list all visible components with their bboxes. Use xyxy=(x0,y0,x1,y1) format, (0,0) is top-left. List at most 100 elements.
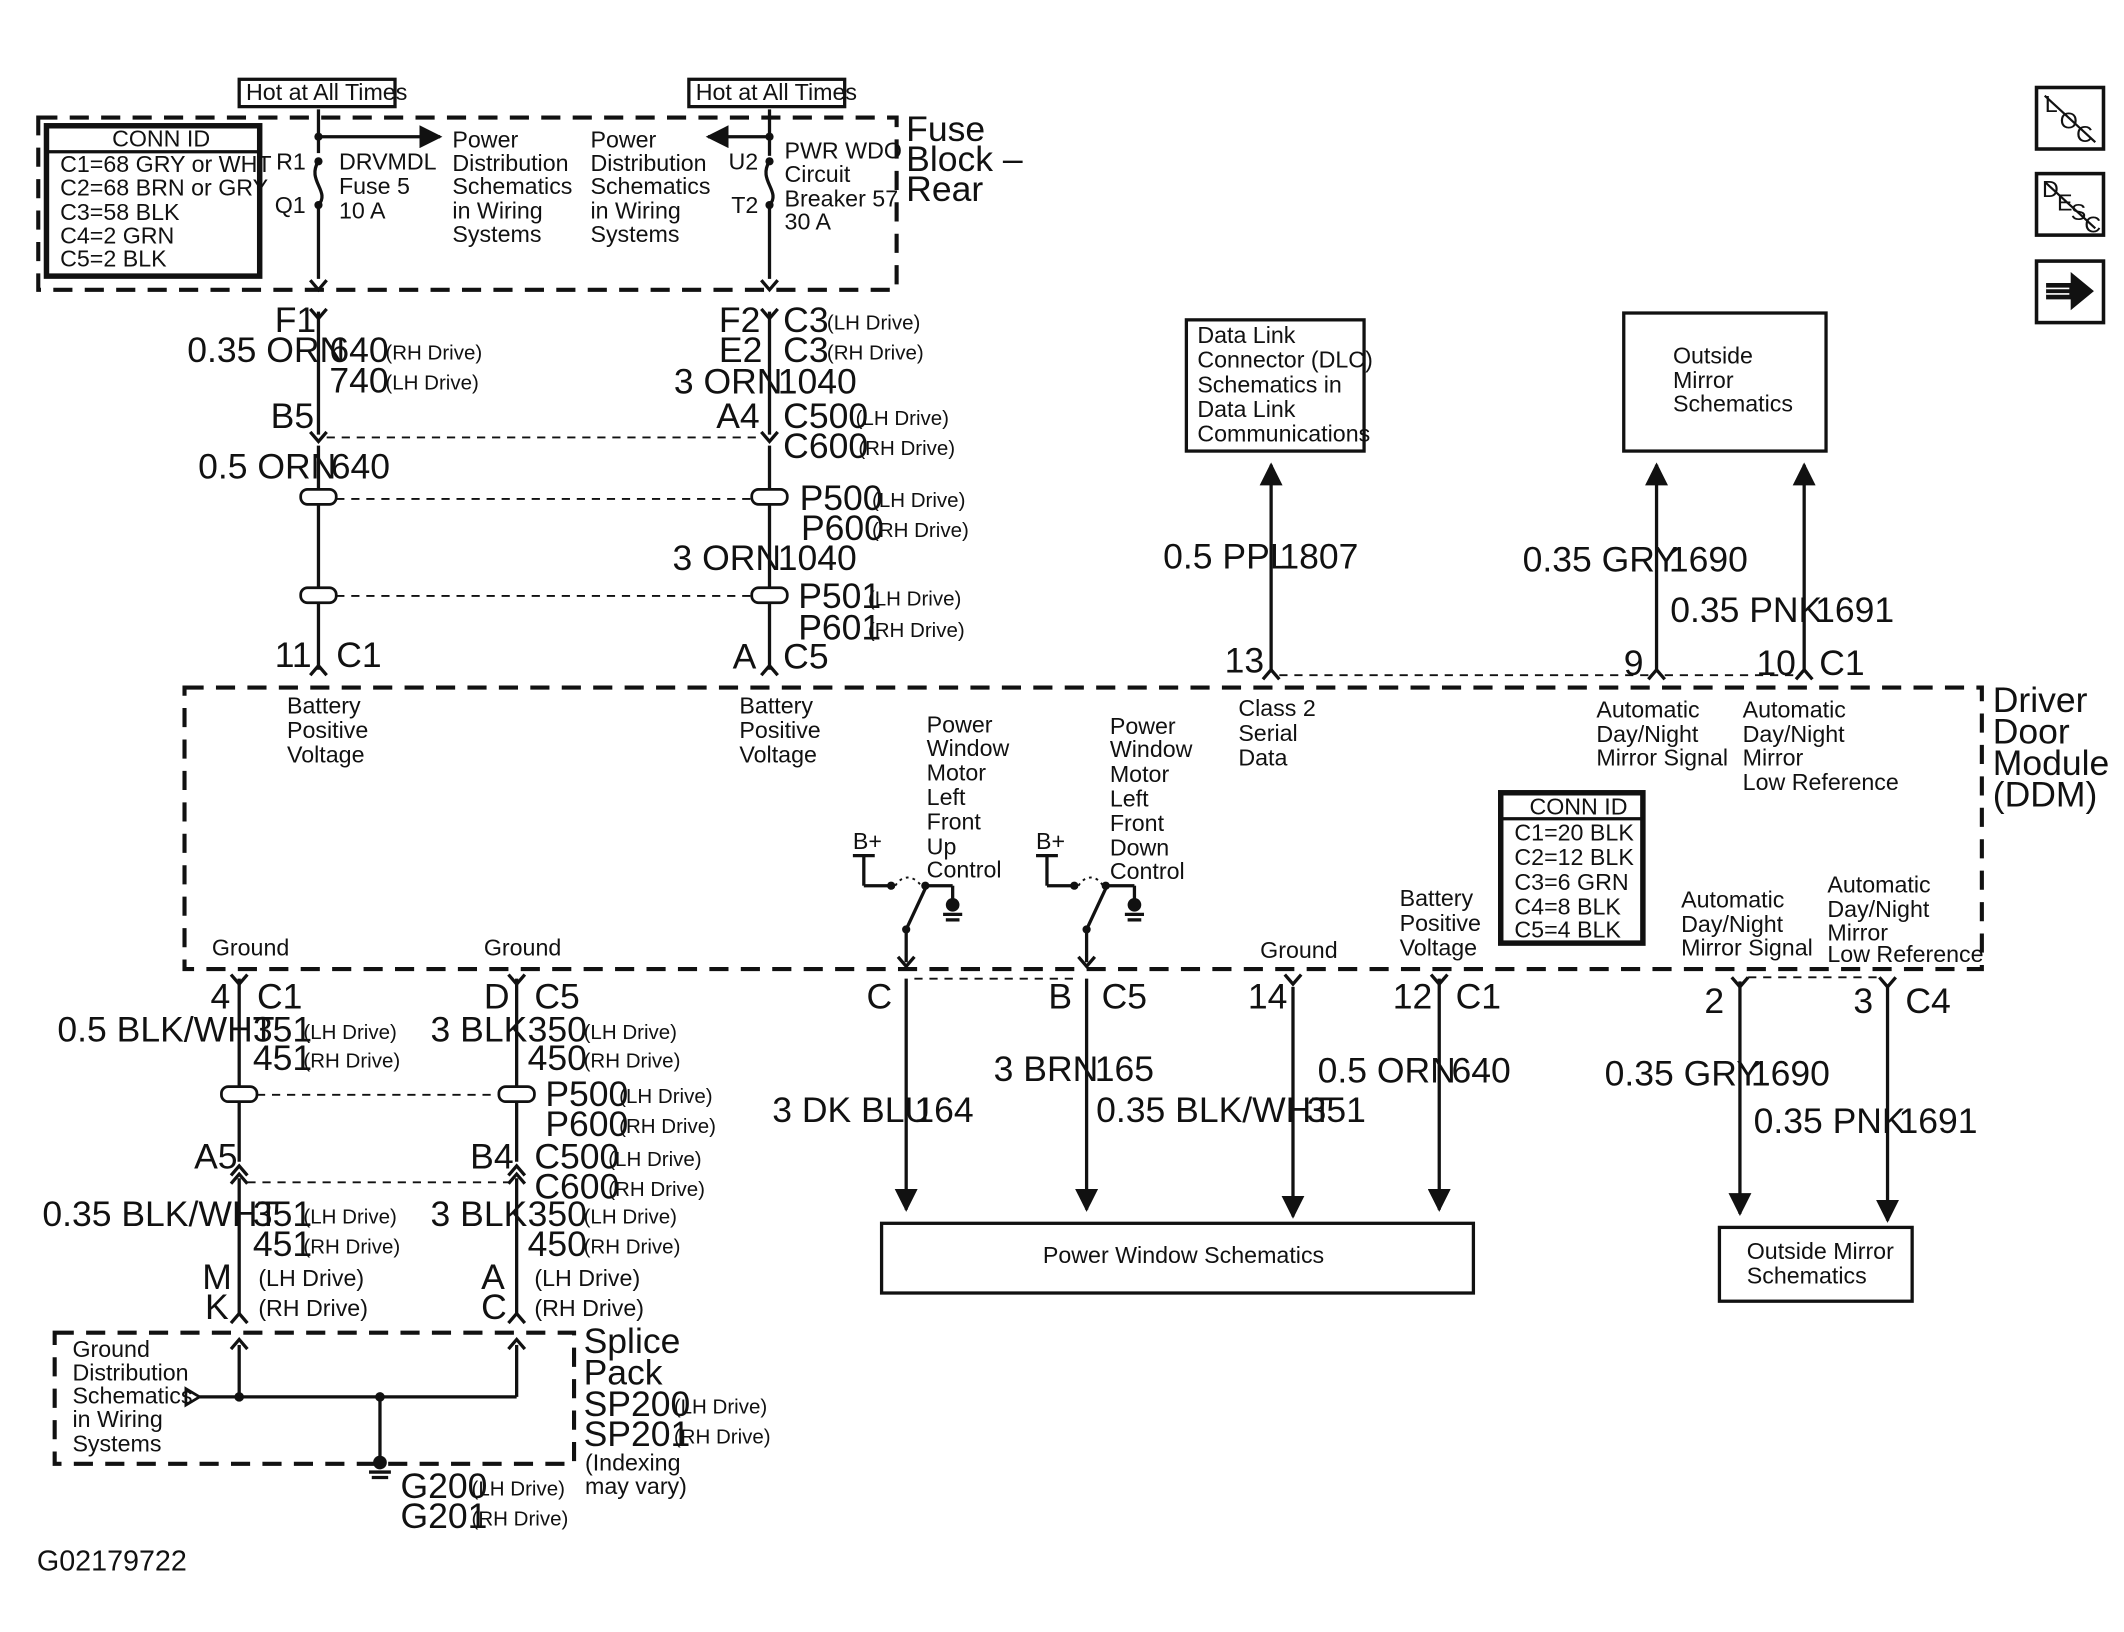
conn-c1-lower: C1 xyxy=(257,977,302,1017)
loc-icon[interactable]: L O C xyxy=(2034,85,2106,151)
mirror-top-box-1: Outside xyxy=(1673,343,1753,369)
serial-2: Serial xyxy=(1238,720,1297,746)
circuit-640-pw: 640 xyxy=(1452,1051,1511,1091)
fuse-conn-id-title: CONN ID xyxy=(112,125,210,151)
splice-indexing-1: (Indexing xyxy=(585,1450,681,1476)
ground-g201: G201 xyxy=(400,1496,487,1536)
splice-lh-drive: (LH Drive) xyxy=(674,1395,767,1418)
pw-up-7: Control xyxy=(927,857,1002,883)
pd-left-1: Power xyxy=(452,127,518,153)
ddm-batt3-2: Positive xyxy=(1400,910,1481,936)
pd-right-5: Systems xyxy=(590,221,679,247)
auto-low-bot-3: Mirror xyxy=(1827,919,1888,945)
auto-low-bot-4: Low Reference xyxy=(1827,941,1983,967)
lh-drive-lm5: (LH Drive) xyxy=(534,1265,640,1291)
ddm-title-4: (DDM) xyxy=(1993,774,2098,814)
pd-right-4: in Wiring xyxy=(590,198,680,224)
auto-low-top-1: Automatic xyxy=(1743,697,1846,723)
pin-b5: B5 xyxy=(271,396,314,436)
auto-low-top-4: Low Reference xyxy=(1743,769,1899,795)
conn-p501: P501 xyxy=(798,576,881,616)
pw-up-2: Window xyxy=(927,735,1010,761)
desc-icon[interactable]: D E S C xyxy=(2034,171,2106,238)
ddm-batt2-2: Positive xyxy=(739,717,820,743)
pd-right-2: Distribution xyxy=(590,150,706,176)
outside-mirror-top: Outside Mirror Schematics 0.35 GRY 1690 … xyxy=(1279,311,1894,683)
breaker-label-2: Circuit xyxy=(785,161,851,187)
pin-u2: U2 xyxy=(729,149,759,175)
pin-4: 4 xyxy=(210,977,230,1017)
ddm-conn-c5: C5=4 BLK xyxy=(1514,917,1621,943)
dlc-link: Data Link Connector (DLC) Schematics in … xyxy=(1163,318,1373,680)
ground-g200: G200 xyxy=(400,1466,487,1506)
rh-drive-lm2: (RH Drive) xyxy=(619,1115,716,1138)
wire-0-35-orn: 0.35 ORN xyxy=(187,330,345,370)
pin-b-pw: B xyxy=(1048,977,1072,1017)
ddm-batt3-3: Voltage xyxy=(1400,934,1477,960)
circuit-350-b: 350 xyxy=(528,1194,587,1234)
ddm-batt1-3: Voltage xyxy=(287,742,364,768)
ground-dist-4: in Wiring xyxy=(72,1406,162,1432)
conn-c3-a: C3 xyxy=(783,300,828,340)
arrow-right-icon[interactable] xyxy=(2034,259,2106,325)
serial-1: Class 2 xyxy=(1238,695,1315,721)
ddm-title-1: Driver xyxy=(1993,680,2088,720)
pw-down-control-label: Power Window Motor Left Front Down Contr… xyxy=(1110,713,1193,884)
circuit-351-pw: 351 xyxy=(1307,1090,1366,1130)
conn-p500-lower: P500 xyxy=(545,1074,628,1114)
wire-3-orn-b: 3 ORN xyxy=(672,538,781,578)
wire-3-blk-a: 3 BLK xyxy=(431,1010,528,1050)
conn-c5-top: C5 xyxy=(783,636,828,676)
wire-0-5-orn: 0.5 ORN xyxy=(198,446,336,486)
bplus-up: B+ xyxy=(853,828,882,854)
circuit-1040-b: 1040 xyxy=(778,538,857,578)
splice-title-1: Splice xyxy=(584,1321,681,1361)
ddm-conn-c1: C1=20 BLK xyxy=(1514,820,1634,846)
wire-3-blk-b: 3 BLK xyxy=(431,1194,528,1234)
pin-c-lower: C xyxy=(481,1287,507,1327)
ground-dist-1: Ground xyxy=(72,1336,149,1362)
pin-t2: T2 xyxy=(731,192,758,218)
pw-down-4: Left xyxy=(1110,785,1149,811)
pw-down-1: Power xyxy=(1110,713,1176,739)
fuse-conn-c3: C3=58 BLK xyxy=(60,199,180,225)
figure-id: G02179722 xyxy=(37,1545,187,1577)
auto-low-bot-1: Automatic xyxy=(1827,872,1930,898)
svg-text:L: L xyxy=(2045,91,2058,117)
ddm-batt1-2: Positive xyxy=(287,717,368,743)
circuit-164: 164 xyxy=(914,1090,973,1130)
mirror-top-box-2: Mirror xyxy=(1673,367,1734,393)
pin-k: K xyxy=(205,1287,229,1327)
fuse-conn-c1: C1=68 GRY or WHT xyxy=(60,151,271,177)
lh-drive-ll1: (LH Drive) xyxy=(303,1021,396,1044)
pd-right-1: Power xyxy=(590,127,656,153)
power-window-schematics-box: Power Window Schematics xyxy=(1043,1242,1324,1268)
circuit-451-a: 451 xyxy=(253,1038,312,1078)
conn-c5-lower: C5 xyxy=(534,977,579,1017)
wire-0-35-blk-wht-pw: 0.35 BLK/WHT xyxy=(1096,1090,1333,1130)
pin-b4: B4 xyxy=(470,1137,513,1177)
serial-3: Data xyxy=(1238,744,1287,770)
circuit-1690-top: 1690 xyxy=(1669,539,1748,579)
ddm-title-2: Door xyxy=(1993,712,2070,752)
lh-drive-2: (LH Drive) xyxy=(856,407,949,430)
circuit-450-a: 450 xyxy=(528,1038,587,1078)
dlc-box-1: Data Link xyxy=(1197,322,1295,348)
power-distribution-right: Power Distribution Schematics in Wiring … xyxy=(590,127,710,247)
pin-a-lower: A xyxy=(481,1257,505,1297)
hot-at-all-times-right: Hot at All Times xyxy=(696,79,857,105)
lh-drive-3: (LH Drive) xyxy=(872,489,965,512)
svg-text:C: C xyxy=(2084,211,2101,237)
pd-right-3: Schematics xyxy=(590,173,710,199)
circuit-1040-a: 1040 xyxy=(778,362,857,402)
mirror-bottom-box-1: Outside Mirror xyxy=(1747,1238,1894,1264)
breaker-label-1: PWR WDO xyxy=(785,138,902,164)
circuit-740: 740 xyxy=(329,360,388,400)
wire-0-35-gry-bottom: 0.35 GRY xyxy=(1605,1053,1760,1093)
breaker-label-3: Breaker 57 xyxy=(785,185,899,211)
relay-switch-up: B+ xyxy=(852,828,963,969)
circuit-1691-bottom: 1691 xyxy=(1898,1101,1977,1141)
wire-3-dk-blu: 3 DK BLU xyxy=(772,1090,930,1130)
conn-c600-lower: C600 xyxy=(534,1167,619,1207)
lh-drive-lm3: (LH Drive) xyxy=(608,1148,701,1171)
